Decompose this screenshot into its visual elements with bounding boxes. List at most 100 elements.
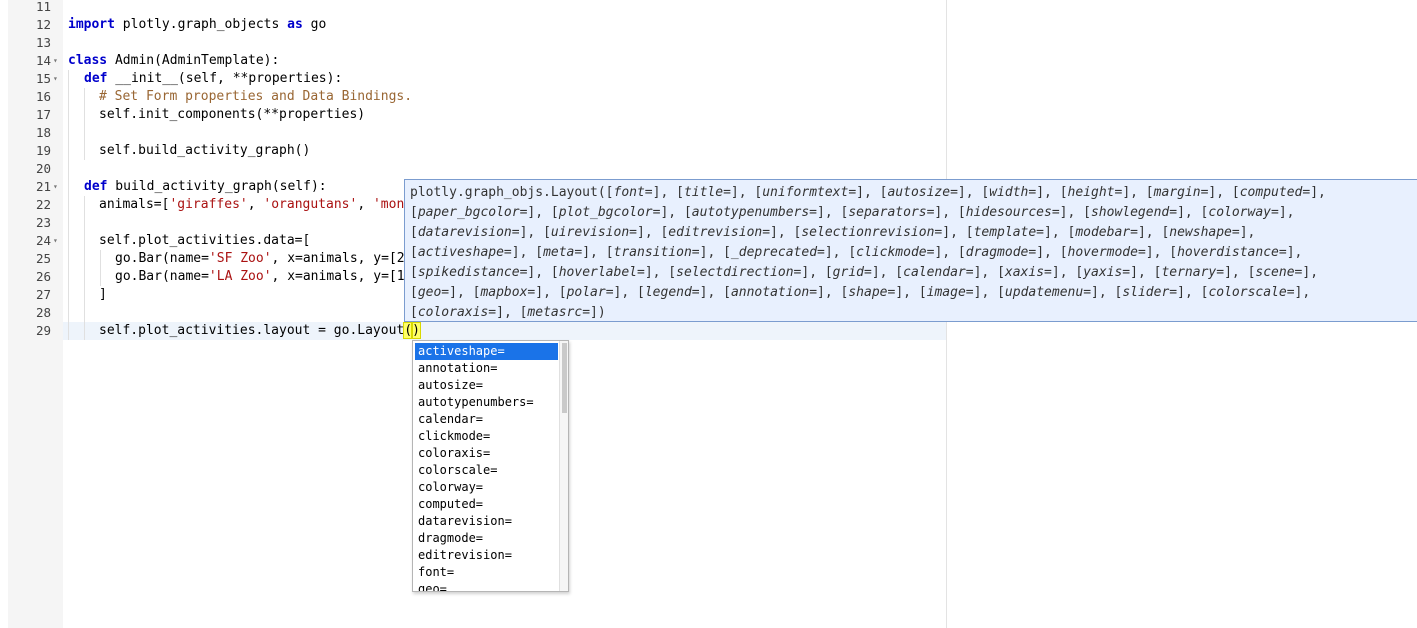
code-text: ] [99,287,107,302]
autocomplete-scroll-thumb[interactable] [562,343,567,413]
autocomplete-item[interactable]: autotypenumbers= [418,395,534,409]
code-line-27[interactable]: ] [99,286,107,304]
tooltip-line: [activeshape=], [meta=], [transition=], … [410,245,1311,260]
autocomplete-item[interactable]: coloraxis= [418,446,491,460]
tooltip-param: width= [989,185,1037,200]
code-text: plotly.graph_objects [114,17,288,32]
line-number: 29 [35,323,51,338]
fold-toggle-data-list[interactable]: ▾ [53,236,58,245]
tooltip-param: annotation= [730,285,818,300]
tooltip-param: dragmode= [965,245,1037,260]
string-literal: 'giraffes' [169,197,248,212]
code-line-15[interactable]: def __init__(self, **properties): [84,70,342,88]
tooltip-param: _deprecated= [730,245,825,260]
fold-toggle-build-activity-graph[interactable]: ▾ [53,182,58,191]
autocomplete-list[interactable]: activeshape=annotation= autosize= autotype… [412,340,569,592]
autocomplete-item[interactable]: geo= [418,582,447,592]
line-number: 14 [35,53,51,68]
line-number: 16 [35,89,51,104]
tooltip-param: separators= [848,205,935,220]
tooltip-param: hovermode= [1067,245,1146,260]
autocomplete-item[interactable]: computed= [418,497,484,511]
autocomplete-item[interactable]: datarevision= [418,514,512,528]
code-text: self.plot_activities.layout = go.Layout [99,323,405,338]
matching-paren-close: ) [411,322,421,339]
autocomplete-item[interactable]: autosize= [418,378,484,392]
tooltip-param: calendar= [903,265,974,280]
string-literal: 'SF Zoo' [208,251,272,266]
tooltip-param: paper_bgcolor= [417,205,528,220]
indent-guide [68,70,69,340]
code-line-22[interactable]: animals=['giraffes', 'orangutans', 'mon [99,196,404,214]
autocomplete-item[interactable]: calendar= [418,412,484,426]
fold-toggle-init[interactable]: ▾ [53,74,58,83]
line-number: 26 [35,269,51,284]
code-text: animals=[ [99,197,170,212]
tooltip-line: [paper_bgcolor=], [plot_bgcolor=], [auto… [410,205,1303,220]
tooltip-param: spikedistance= [417,265,528,280]
fold-toggle-class-admin[interactable]: ▾ [53,56,58,65]
autocomplete-item[interactable]: activeshape= [415,343,558,360]
code-line-26[interactable]: go.Bar(name='LA Zoo', x=animals, y=[1 [115,268,405,286]
code-line-19[interactable]: self.build_activity_graph() [99,142,310,160]
code-line-25[interactable]: go.Bar(name='SF Zoo', x=animals, y=[2 [115,250,405,268]
tooltip-param: scene= [1255,265,1303,280]
indent-guide [84,88,85,160]
tooltip-param: yaxis= [1083,265,1131,280]
tooltip-param: uirevision= [550,225,637,240]
tooltip-line: plotly.graph_objs.Layout([font=], [title… [410,185,1334,200]
code-line-17[interactable]: self.init_components(**properties) [99,106,365,124]
autocomplete-item[interactable]: clickmode= [418,429,491,443]
tooltip-param: image= [926,285,974,300]
code-text: Admin(AdminTemplate): [107,53,280,68]
code-line-24[interactable]: self.plot_activities.data=[ [99,232,310,250]
tooltip-param: modebar= [1075,225,1138,240]
line-number: 13 [35,35,51,50]
string-literal: 'LA Zoo' [208,269,272,284]
line-number: 17 [35,107,51,122]
line-number: 15 [35,71,51,86]
autocomplete-scrollbar[interactable] [559,341,568,591]
string-literal: 'orangutans' [263,197,358,212]
code-line-29[interactable]: self.plot_activities.layout = go.Layout(… [99,322,421,340]
code-text: go [302,17,327,32]
tooltip-param: title= [683,185,731,200]
tooltip-param: newshape= [1169,225,1240,240]
active-line-highlight [63,322,946,340]
code-text: self.init_components(**properties) [99,107,366,122]
code-line-21[interactable]: def build_activity_graph(self): [84,178,327,196]
tooltip-param: transition= [613,245,700,260]
tooltip-signature-head: plotly.graph_objs.Layout( [410,185,606,200]
code-text: self.plot_activities.data=[ [99,233,311,248]
autocomplete-items: activeshape=annotation= autosize= autotype… [413,343,568,592]
code-text: go.Bar(name= [115,251,209,266]
tooltip-line: [spikedistance=], [hoverlabel=], [select… [410,265,1326,280]
autocomplete-item[interactable]: dragmode= [418,531,484,545]
line-number: 19 [35,143,51,158]
tooltip-param: height= [1067,185,1123,200]
comment: # Set Form properties and Data Bindings. [99,89,413,104]
code-line-12[interactable]: import plotly.graph_objects as go [68,16,326,34]
tooltip-param: editrevision= [668,225,771,240]
tooltip-param: mapbox= [480,285,536,300]
autocomplete-item[interactable]: annotation= [418,361,498,375]
autocomplete-item[interactable]: colorscale= [418,463,498,477]
matching-paren-open: ( [403,322,414,339]
string-literal: 'mon [372,197,405,212]
code-text: __init__(self, **properties): [107,71,343,86]
line-number: 25 [35,251,51,266]
autocomplete-item[interactable]: font= [418,565,455,579]
keyword: class [68,53,108,68]
code-text: , [357,197,373,212]
tooltip-signature-tail: ) [597,305,606,320]
code-text: build_activity_graph(self): [107,179,327,194]
line-number: 27 [35,287,51,302]
left-margin [0,0,8,628]
tooltip-param: autosize= [887,185,958,200]
code-line-14[interactable]: class Admin(AdminTemplate): [68,52,279,70]
autocomplete-item[interactable]: colorway= [418,480,484,494]
autocomplete-item[interactable]: editrevision= [418,548,512,562]
code-line-16[interactable]: # Set Form properties and Data Bindings. [99,88,412,106]
tooltip-param: clickmode= [856,245,935,260]
tooltip-param: ternary= [1161,265,1225,280]
